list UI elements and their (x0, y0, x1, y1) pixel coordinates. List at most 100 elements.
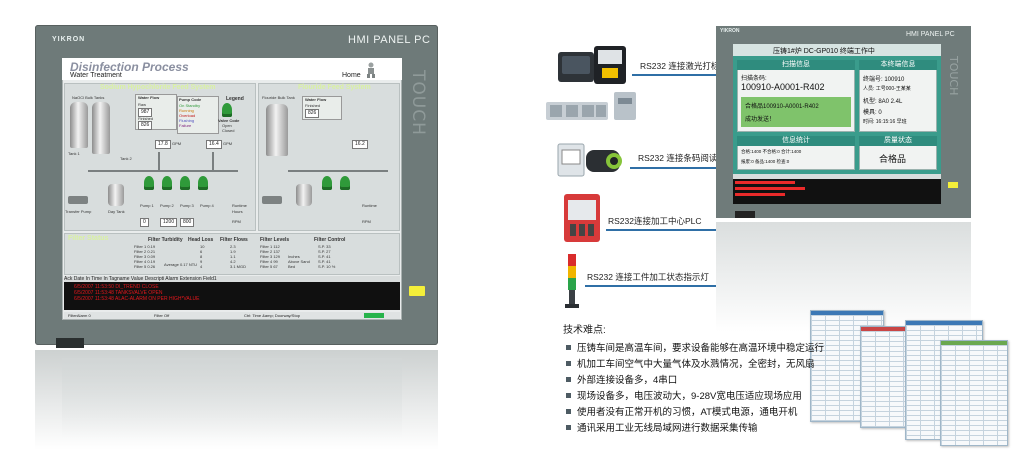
filter-row: Filter 3 129 (260, 254, 281, 259)
terminal-top-title: 压铸1#炉 DC-GP010 终端工作中 (773, 48, 875, 55)
home-link[interactable]: Home (342, 72, 361, 79)
pump-4-label: Pump 4 (200, 203, 214, 208)
connector-line-plc (606, 229, 716, 231)
filter-levels-title: Filter Levels (260, 237, 290, 243)
tank-2 (92, 102, 110, 154)
note-item: 使用者没有正常开机的习惯，AT模式电源，通电开机 (566, 404, 797, 418)
pump-code-box (177, 96, 219, 134)
right-alarm-table[interactable] (733, 174, 941, 204)
fluoride-bulk-tank (266, 104, 288, 156)
quality-result: 合格品 (879, 154, 907, 164)
rpm-unit: RPM (232, 219, 241, 224)
left-bezel-foot (56, 338, 84, 348)
filter-row: Filter 1 0.19 (134, 244, 156, 249)
alarm-table-header: Ack Date In Time In Tagname Value Descri… (64, 276, 400, 282)
fluoride-pipe (288, 170, 388, 172)
fluoride-pump-1-icon[interactable] (322, 176, 332, 190)
filter-row: Filter 4 99 (260, 259, 278, 264)
stats-header: 信息统计 (737, 136, 855, 146)
filter-status-title: Filter Status (68, 235, 109, 242)
alarm-table[interactable]: Ack Date In Time In Tagname Value Descri… (64, 276, 400, 310)
stats-line: 合格:1400 不合格:0 合计:1400 (741, 149, 802, 154)
tank-1 (70, 102, 88, 148)
filter-row: Filter 1 112 (260, 244, 280, 249)
signal-tower-icon (565, 254, 579, 308)
status-mid: Filter Off (154, 313, 170, 318)
filter-row: 4 (200, 264, 203, 269)
alarm-row[interactable]: 6/5/2007 11:53:50 DI_TREND CLOSE (74, 284, 159, 290)
right-touch-label: TOUCH (947, 56, 960, 96)
right-bezel-key[interactable] (948, 182, 958, 188)
filter-turbidity-title: Filter Turbidity (148, 237, 183, 243)
status-right: Ctrl: Time &amp; Doorway/Stop (244, 313, 301, 318)
tank-1-label: Tank 1 (68, 151, 80, 156)
sodium-feed-title: Sodium Hypochlorite Feed System (100, 84, 216, 91)
head-loss-title: Head Loss (188, 237, 214, 243)
gpm-unit: GPM (223, 141, 233, 146)
filter-row: Filter 5 67 (260, 264, 278, 269)
alarm-row[interactable]: 6/5/2007 11:53:48 TANKSVALVE OPEN (74, 290, 163, 296)
rpm-value: 800 (180, 218, 195, 227)
finished-label: Finished (138, 116, 154, 121)
note-item: 现场设备多，电压波动大，9-28V宽电压适应现场应用 (566, 388, 802, 402)
legend-item: Flushing (179, 118, 195, 123)
filter-row: Filter 5 0.26 (134, 264, 156, 269)
right-alarm-row[interactable] (735, 187, 805, 190)
raw-flow-value: 987 (138, 108, 153, 117)
status-left: FilterAlarm 0 (68, 313, 91, 318)
fluoride-finished-value: 826 (305, 109, 320, 118)
gpm-unit: GPM (172, 141, 182, 146)
right-alarm-row[interactable] (735, 193, 785, 196)
alarm-row[interactable]: 6/5/2007 11:53:48 ALAC-ALARM ON PER HIGH… (74, 296, 200, 302)
terminal-line: 模具: 0 (863, 110, 882, 116)
fluoride-pump-2-icon[interactable] (340, 176, 350, 190)
device-label-barcode: RS232 连接条码阅读器 (638, 153, 726, 163)
notes-title: 技术难点: (563, 325, 606, 336)
connector-line-laser (632, 74, 716, 76)
pump-1-label: Pump 1 (140, 203, 154, 208)
filter-row: S.P. 33 (318, 244, 331, 249)
left-brand-logo: YIKRON (52, 36, 86, 43)
pump-2-icon[interactable] (162, 176, 172, 190)
flow-c-value: 16.2 (352, 140, 368, 149)
filter-control-title: Filter Control (314, 237, 346, 243)
part-sample-icon (614, 92, 636, 120)
filter-row: 2.3 (230, 244, 236, 249)
fluoride-rpm-unit: RPM (362, 219, 371, 224)
scan-sent-text: 成功发送！ (745, 117, 776, 123)
filter-row: S.P. 10 % (318, 264, 336, 269)
pump-code-title: Pump Code (179, 97, 202, 102)
left-bezel-key[interactable] (409, 286, 425, 296)
fluoride-finished-label: Finished (305, 103, 321, 108)
transfer-pump-icon (68, 196, 88, 204)
fluoride-transfer-pump-icon (262, 196, 282, 204)
filter-row: S.P. 27 (318, 249, 331, 254)
bullet-icon (566, 392, 571, 398)
bullet-icon (566, 376, 571, 382)
filter-row: 1.1 (230, 254, 236, 259)
pump-3-icon[interactable] (180, 176, 190, 190)
flow-a-value: 17.8 (155, 140, 171, 149)
water-flow-title: Water Flow (138, 95, 160, 100)
filter-row: 3.1 MGD (230, 264, 247, 269)
filter-status-panel (64, 233, 400, 275)
right-alarm-row[interactable] (735, 181, 795, 184)
riser-pipe (158, 152, 160, 172)
terminal-info-box (859, 60, 937, 132)
pump-1-icon[interactable] (144, 176, 154, 190)
pump-4-icon[interactable] (198, 176, 208, 190)
left-panel-model: HMI PANEL PC (348, 34, 431, 46)
status-ok-indicator (364, 313, 384, 318)
filter-row: 9 (200, 259, 203, 264)
device-label-plc: RS232连接加工中心PLC (608, 216, 702, 226)
runtime-label: Runtime (232, 203, 247, 208)
scan-info-header: 扫描信息 (737, 60, 855, 70)
levels-unit: Inches Above Sand Bed (288, 254, 310, 269)
device-label-signal: RS232 连接工件加工状态指示灯 (587, 272, 709, 282)
rpm-value: 1200 (160, 218, 178, 227)
legend-pump-icon (222, 103, 232, 117)
legend-item: On Standby (179, 103, 201, 108)
fluoride-tank-label: Flouride Bulk Tank (262, 95, 295, 100)
pump-3-label: Pump 3 (180, 203, 194, 208)
filter-row: Filter 2 137 (260, 249, 281, 254)
